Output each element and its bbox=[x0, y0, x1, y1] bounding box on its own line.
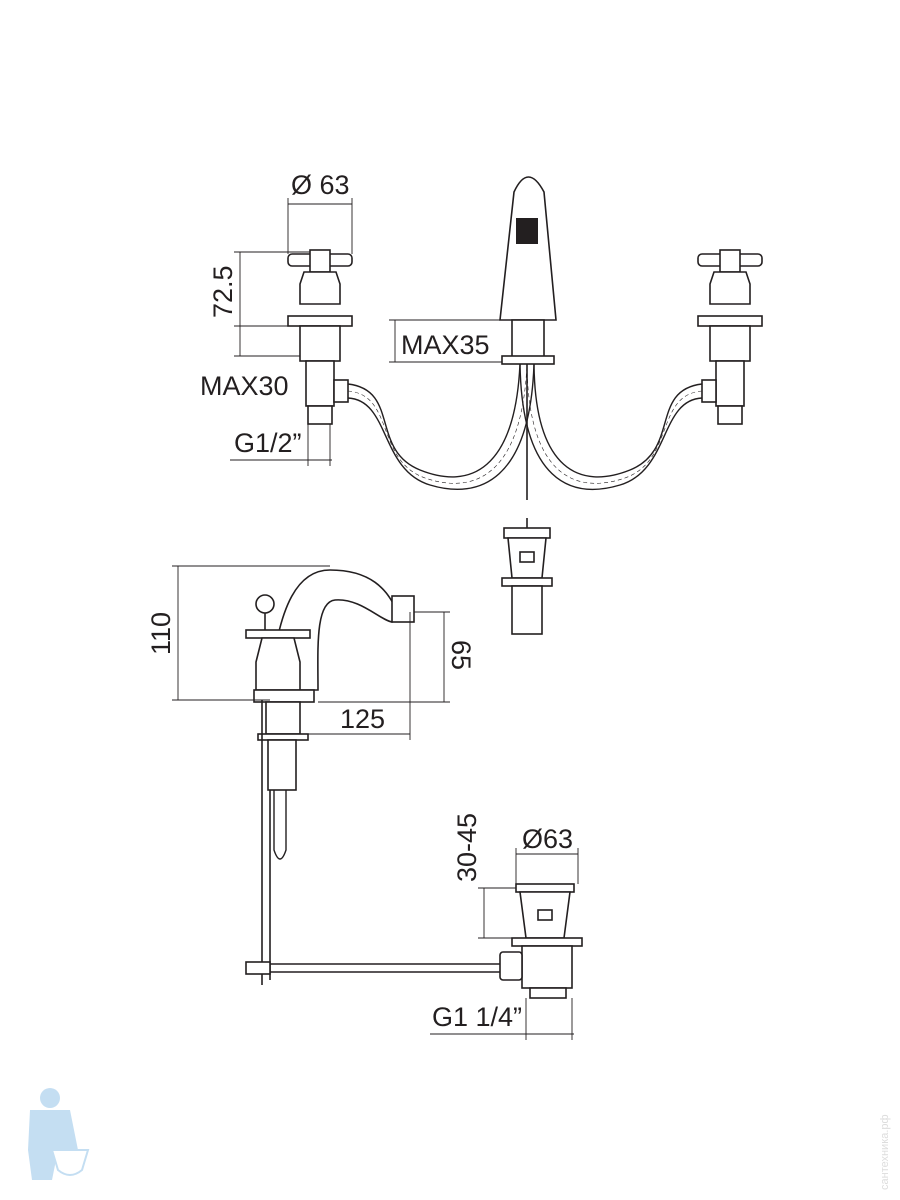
dim-waste-diameter: Ø63 bbox=[522, 824, 573, 854]
waste-side bbox=[499, 883, 583, 999]
dim-handle-height: 72.5 bbox=[208, 265, 238, 318]
dim-max-deck-spout: MAX35 bbox=[401, 330, 490, 360]
braided-hoses bbox=[347, 363, 703, 491]
left-valve bbox=[287, 249, 353, 425]
spout bbox=[499, 176, 557, 500]
dim-waste-thread: G1 1/4” bbox=[432, 1002, 522, 1032]
dim-total-height: 110 bbox=[146, 612, 176, 655]
popup-waste-front bbox=[501, 518, 553, 635]
dim-max-deck-left: MAX30 bbox=[200, 371, 289, 401]
plumber-logo bbox=[28, 1088, 90, 1180]
watermark-site: сантехника.рф bbox=[879, 1114, 891, 1190]
dim-spout-height: 65 bbox=[446, 640, 476, 670]
dim-handle-diameter: Ø 63 bbox=[291, 170, 350, 200]
dim-inlet-thread: G1/2” bbox=[234, 428, 302, 458]
dim-waste-range: 30-45 bbox=[452, 813, 482, 882]
right-valve bbox=[697, 249, 763, 425]
dim-spout-reach: 125 bbox=[340, 704, 385, 734]
side-view bbox=[245, 569, 500, 985]
